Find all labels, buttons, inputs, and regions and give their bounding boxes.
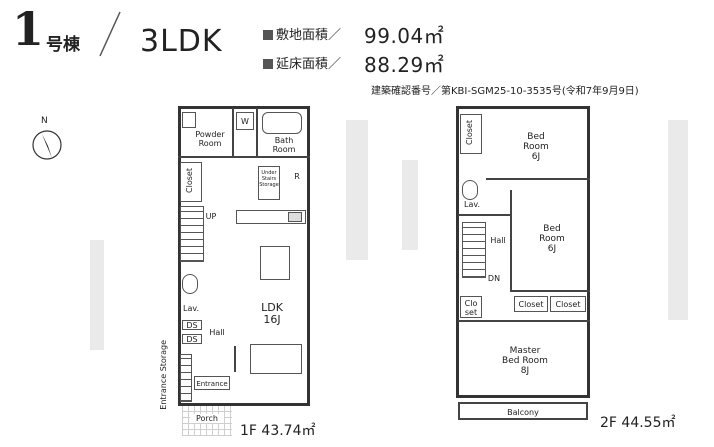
hall-2f-label: Hall	[490, 236, 506, 245]
watermark-strip	[90, 240, 104, 350]
exterior-wall-1f	[178, 106, 310, 406]
site-area-row: 敷地面積／	[263, 24, 341, 43]
master-bed-room-label: Master Bed Room 8J	[502, 346, 548, 376]
toilet-2f-icon	[462, 180, 478, 200]
wall-line	[256, 108, 258, 158]
bath-room-label: Bath Room	[272, 136, 296, 154]
washer-icon	[236, 112, 254, 130]
wall-line	[510, 290, 590, 292]
floor-area-row: 延床面積／	[263, 53, 341, 72]
wall-line	[510, 190, 512, 290]
ds-2: DS	[182, 334, 202, 344]
compass-north-label: N	[41, 116, 48, 126]
dn-label: DN	[487, 274, 501, 283]
closet-2f-top-label: Closet	[465, 120, 474, 145]
exterior-wall-2f	[456, 106, 590, 398]
wall-line	[232, 108, 234, 158]
bed-room-1-label: Bed Room 6J	[523, 132, 549, 162]
ds-1: DS	[182, 320, 202, 330]
closet-b: Closet	[550, 296, 586, 312]
floor-area-label: 延床面積／	[276, 57, 342, 72]
layout-type: 3LDK	[140, 24, 223, 59]
balcony: Balcony	[458, 402, 588, 420]
closet-a: Closet	[514, 296, 548, 312]
floor-plan-2f: Closet Bed Room 6J Lav. Hall DN Bed Room…	[456, 106, 596, 436]
entrance-storage-shelves	[180, 354, 192, 402]
floor-area-value: 88.29㎡	[364, 53, 445, 77]
watermark-strip	[346, 120, 368, 260]
powder-room-label: Powder Room	[195, 130, 225, 148]
bathtub-icon	[262, 112, 302, 134]
lav-1f-label: Lav.	[182, 304, 199, 313]
staircase-2f	[462, 222, 486, 278]
dining-table	[260, 246, 290, 280]
refrigerator-label: R	[294, 172, 300, 181]
building-suffix: 号棟	[46, 35, 80, 55]
wall-line	[234, 346, 236, 372]
wall-line	[178, 156, 310, 158]
porch-label: Porch	[190, 414, 224, 423]
staircase-1f	[180, 206, 204, 262]
up-label: UP	[205, 212, 217, 221]
hall-1f-label: Hall	[209, 328, 225, 337]
washer-label: W	[241, 117, 249, 126]
under-stairs-storage	[258, 166, 280, 200]
watermark-strip	[402, 160, 418, 250]
wall-line	[486, 178, 590, 180]
compass: N	[30, 116, 64, 164]
entrance-storage-label: Entrance Storage	[159, 340, 168, 410]
floor-plan-1f: Powder Room W Bath Room Closet Under Sta…	[176, 106, 326, 436]
floor2-caption: 2F 44.55㎡	[600, 415, 676, 431]
closet-1f-label: Closet	[185, 168, 194, 193]
permit-number: 建築確認番号／第KBI-SGM25-10-3535号(令和7年9月9日)	[371, 86, 639, 97]
bed-room-2-label: Bed Room 6J	[539, 224, 565, 254]
watermark-strip	[668, 120, 688, 320]
wall-line	[458, 214, 510, 216]
ldk-label: LDK 16J	[261, 301, 283, 326]
closet-small: Clo set	[460, 296, 482, 318]
divider-slash	[99, 11, 121, 57]
wall-line	[458, 320, 590, 322]
toilet-icon	[182, 274, 198, 294]
building-number: 1	[12, 2, 45, 56]
lav-2f-label: Lav.	[463, 200, 480, 209]
under-stairs-label: Under Stairs Storage	[259, 170, 279, 188]
entrance-area	[194, 376, 230, 390]
sofa-outline	[250, 344, 302, 374]
compass-icon	[32, 130, 62, 160]
site-area-label: 敷地面積／	[276, 28, 342, 43]
sink-icon	[182, 112, 196, 128]
closet-2f-top	[460, 114, 482, 154]
bullet-square-icon	[263, 29, 273, 40]
entrance-label: Entrance	[196, 380, 228, 388]
floor1-caption: 1F 43.74㎡	[240, 423, 316, 439]
stove-icon	[288, 212, 302, 222]
bullet-square-icon	[263, 58, 273, 69]
site-area-value: 99.04㎡	[364, 24, 445, 48]
closet-1f	[180, 162, 202, 202]
